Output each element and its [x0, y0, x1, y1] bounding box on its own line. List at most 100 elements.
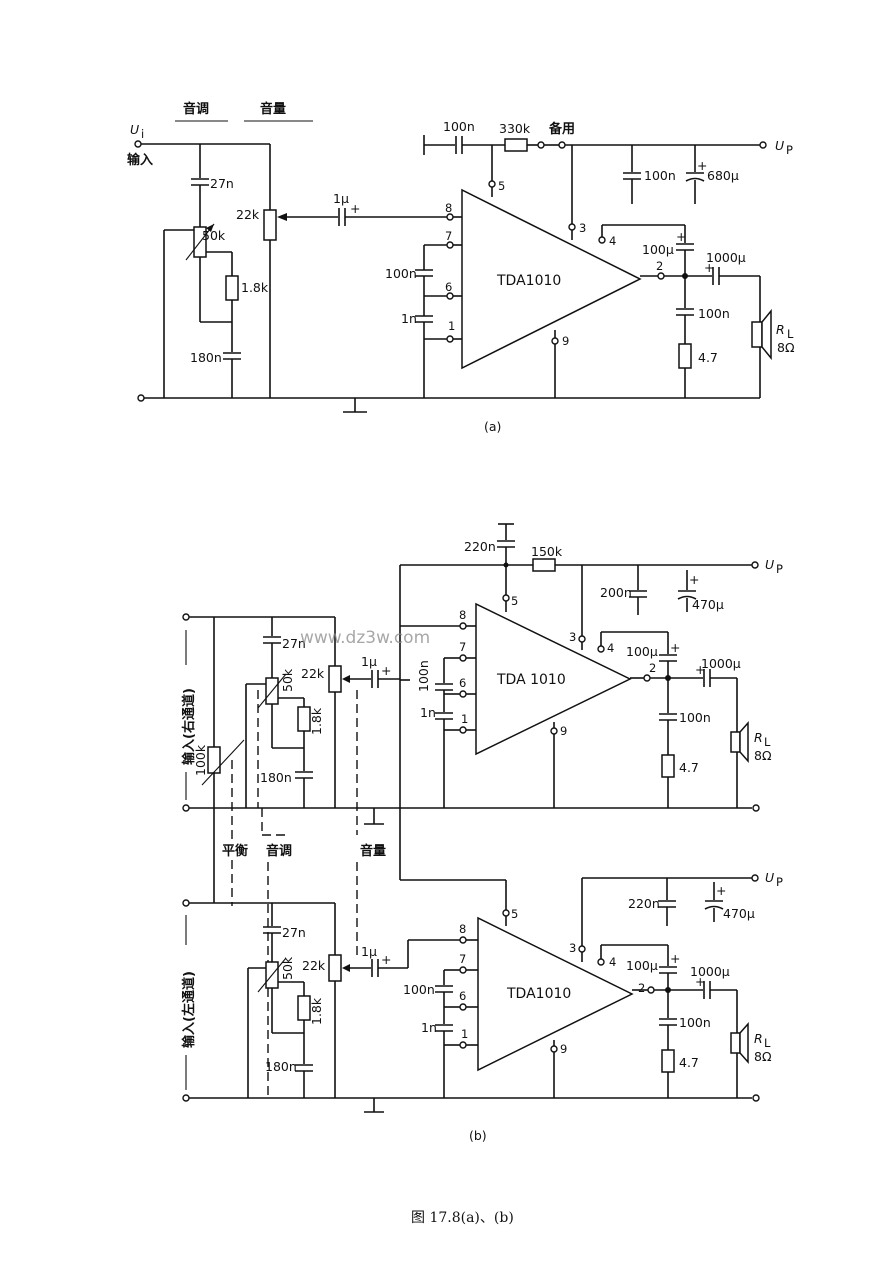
- a-supply-bulk-cap-label: 680μ: [707, 168, 739, 183]
- svg-text:9: 9: [560, 1042, 567, 1056]
- a-tone-cap-27n-label: 27n: [210, 176, 234, 191]
- a-tone-cap-180n: [223, 352, 241, 360]
- svg-text:8: 8: [445, 201, 452, 215]
- svg-text:100k: 100k: [193, 744, 208, 776]
- svg-text:27n: 27n: [282, 925, 306, 940]
- svg-text:8Ω: 8Ω: [754, 1049, 772, 1064]
- svg-text:180n: 180n: [260, 770, 292, 785]
- b-supply-filter-cap-bottom: [658, 900, 676, 908]
- svg-text:4: 4: [607, 641, 614, 655]
- svg-text:7: 7: [459, 640, 466, 654]
- a-volume-pot-label: 22k: [236, 207, 260, 222]
- b-volume-label: 音量: [360, 843, 386, 859]
- circuit-b: 220n 150k U P 200n + 470μ 5 TDA 10: [181, 523, 783, 1143]
- a-sublabel: (a): [484, 419, 501, 434]
- b-top-zobel-resistor: [661, 754, 675, 778]
- svg-text:6: 6: [459, 989, 466, 1003]
- b-bottom-ic-label: TDA1010: [506, 986, 571, 1002]
- svg-text:3: 3: [569, 941, 576, 955]
- svg-text:+: +: [350, 201, 360, 216]
- svg-text:+: +: [695, 974, 705, 989]
- a-supply-resistor-label: 330k: [499, 121, 531, 136]
- svg-text:100n: 100n: [416, 660, 431, 692]
- a-bootstrap-cap: [676, 243, 694, 251]
- b-top-volume-pot: [328, 665, 342, 693]
- a-header-volume: 音量: [260, 101, 286, 117]
- svg-text:R: R: [776, 322, 785, 337]
- svg-text:U: U: [765, 870, 774, 885]
- b-sublabel: (b): [469, 1128, 487, 1143]
- a-coupling-cap-label: 1μ: [333, 191, 349, 206]
- svg-text:3: 3: [569, 630, 576, 644]
- b-top-speaker-icon: [730, 721, 749, 763]
- svg-text:5: 5: [511, 594, 518, 608]
- svg-text:+: +: [676, 229, 686, 244]
- b-supply-terminal-top: [751, 561, 759, 569]
- a-amplifier-ic: [461, 188, 642, 370]
- svg-text:7: 7: [459, 952, 466, 966]
- svg-text:4: 4: [609, 234, 616, 248]
- a-input-symbol: U: [130, 122, 139, 137]
- a-tone-resistor: [225, 275, 239, 301]
- svg-text:8: 8: [459, 922, 466, 936]
- svg-text:1μ: 1μ: [361, 944, 377, 959]
- svg-text:+: +: [670, 640, 680, 655]
- b-top-tone-cap-27n: [263, 636, 281, 644]
- svg-text:+: +: [697, 158, 707, 173]
- a-load-value: 8Ω: [777, 340, 795, 355]
- b-bottom-pin7-cap: [435, 985, 453, 993]
- svg-text:2: 2: [649, 661, 656, 675]
- svg-text:100μ: 100μ: [626, 644, 658, 659]
- svg-text:+: +: [716, 883, 726, 898]
- svg-text:L: L: [764, 735, 771, 749]
- svg-text:1.8k: 1.8k: [309, 707, 324, 735]
- a-supply-terminal: [759, 141, 767, 149]
- a-ground-terminal: [137, 394, 145, 402]
- b-top-coupling-cap: [371, 670, 379, 688]
- a-zobel-cap: [676, 308, 694, 316]
- svg-text:1n: 1n: [421, 1020, 437, 1035]
- svg-text:470μ: 470μ: [723, 906, 755, 921]
- b-bottom-zobel-resistor: [661, 1049, 675, 1073]
- circuit-a: 音调 音量 U i 输入 27n 50k: [127, 101, 795, 434]
- svg-text:100n: 100n: [403, 982, 435, 997]
- svg-text:P: P: [776, 562, 783, 576]
- svg-text:1.8k: 1.8k: [309, 997, 324, 1025]
- svg-text:8Ω: 8Ω: [754, 748, 772, 763]
- svg-text:L: L: [787, 327, 794, 341]
- b-supply-series-cap-label: 220n: [464, 539, 496, 554]
- svg-text:+: +: [670, 951, 680, 966]
- b-bottom-bootstrap-cap: [659, 966, 677, 974]
- b-supply-filter-cap-top-label: 200n: [600, 585, 632, 600]
- b-right-input-label: 输入(右通道): [181, 688, 197, 765]
- b-balance-pot: [207, 746, 221, 774]
- b-top-zobel-cap: [659, 713, 677, 721]
- svg-text:100n: 100n: [679, 710, 711, 725]
- b-top-ic-label: TDA 1010: [496, 672, 566, 688]
- a-supply-bulk-cap: [685, 172, 705, 182]
- svg-text:1000μ: 1000μ: [690, 964, 730, 979]
- svg-text:5: 5: [498, 179, 505, 193]
- svg-text:50k: 50k: [280, 668, 295, 692]
- a-input-sub: i: [141, 127, 144, 141]
- svg-text:22k: 22k: [301, 666, 325, 681]
- a-tone-cap-27n: [191, 178, 209, 186]
- svg-text:6: 6: [459, 676, 466, 690]
- svg-text:1n: 1n: [420, 705, 436, 720]
- svg-text:+: +: [695, 662, 705, 677]
- a-input-label: 输入: [127, 152, 153, 168]
- svg-text:P: P: [776, 875, 783, 889]
- b-supply-terminal-bottom: [751, 874, 759, 882]
- a-supply-resistor: [504, 138, 528, 152]
- a-ground-icon: [343, 398, 367, 413]
- a-supply-symbol: U: [775, 138, 784, 153]
- svg-text:2: 2: [638, 981, 645, 995]
- b-bottom-zobel-cap: [659, 1018, 677, 1026]
- a-supply-series-cap: [455, 136, 463, 154]
- a-supply-series-cap-label: 100n: [443, 119, 475, 134]
- svg-text:9: 9: [562, 334, 569, 348]
- b-supply-resistor: [532, 558, 556, 572]
- svg-text:2: 2: [656, 259, 663, 273]
- svg-text:4.7: 4.7: [679, 1055, 699, 1070]
